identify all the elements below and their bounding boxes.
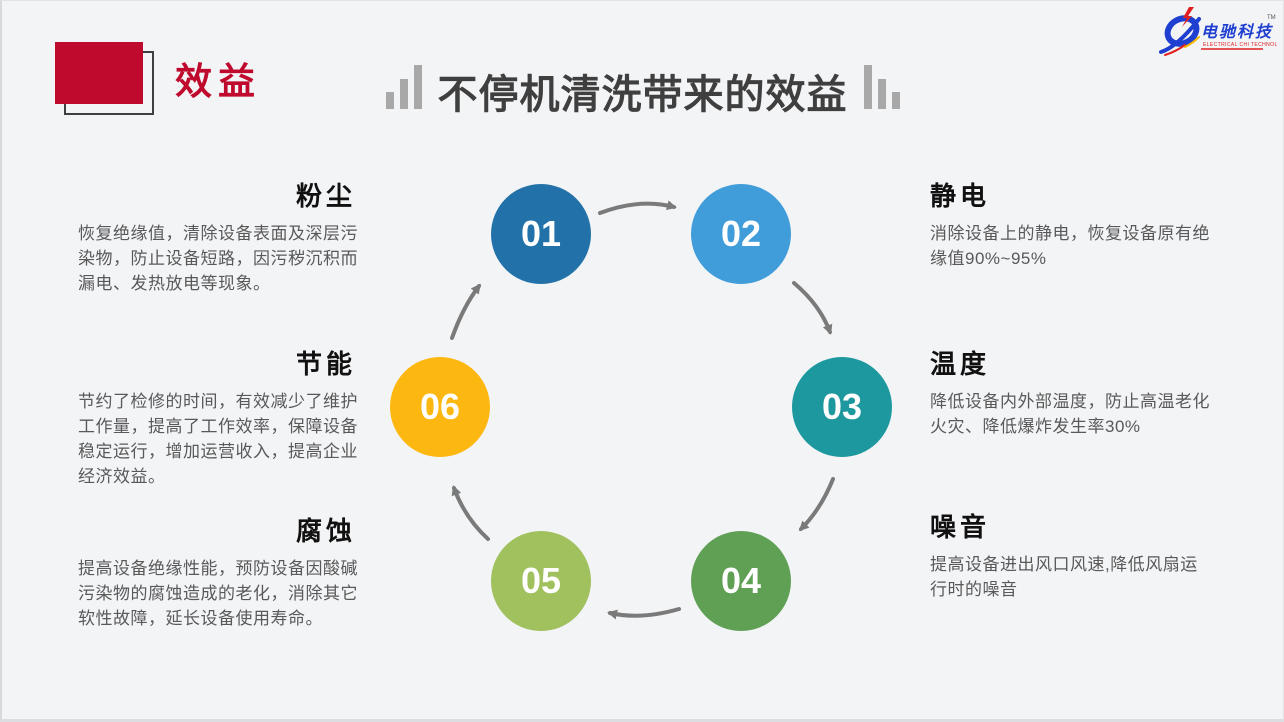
section-body: 消除设备上的静电，恢复设备原有绝缘值90%~95% xyxy=(930,224,1210,269)
section-body: 节约了检修的时间，有效减少了维护工作量，提高了工作效率，保障设备稳定运行，增加运… xyxy=(78,392,358,487)
diagram-node-02: 02 xyxy=(691,184,791,284)
header-accent-rect xyxy=(55,42,143,104)
diagram-node-05: 05 xyxy=(491,531,591,631)
arrow-06-01 xyxy=(450,283,481,340)
diagram-node-03: 03 xyxy=(792,357,892,457)
page-title: 不停机清洗带来的效益 xyxy=(437,73,848,117)
section-body: 提高设备绝缘性能，预防设备因酸碱污染物的腐蚀造成的老化，消除其它软性故障，延长设… xyxy=(78,559,358,629)
section-title: 节能 xyxy=(295,349,356,379)
cycle-arrows xyxy=(450,200,835,620)
section-title: 静电 xyxy=(930,181,991,211)
node-number: 04 xyxy=(720,560,762,601)
node-number: 05 xyxy=(520,560,562,601)
equalizer-bars-right-icon xyxy=(863,65,900,117)
section-title: 腐蚀 xyxy=(295,516,356,546)
node-number: 03 xyxy=(821,386,863,427)
section-body: 提高设备进出风口风速,降低风扇运行时的噪音 xyxy=(930,555,1198,600)
diagram-node-01: 01 xyxy=(491,184,591,284)
section-corrosion: 腐蚀 提高设备绝缘性能，预防设备因酸碱污染物的腐蚀造成的老化，消除其它软性故障，… xyxy=(78,516,362,631)
section-noise: 噪音 提高设备进出风口风速,降低风扇运行时的噪音 xyxy=(930,512,1214,602)
section-energy-saving: 节能 节约了检修的时间，有效减少了维护工作量，提高了工作效率，保障设备稳定运行，… xyxy=(78,349,362,489)
equalizer-bars-left-icon xyxy=(385,65,422,117)
node-number: 06 xyxy=(419,386,461,427)
section-title: 粉尘 xyxy=(295,181,356,211)
logo-d-swoosh-icon xyxy=(1159,15,1201,56)
logo-tm: TM xyxy=(1267,15,1276,21)
arrow-01-02 xyxy=(598,200,677,215)
title-row: 不停机清洗带来的效益 xyxy=(2,65,1283,117)
node-number: 02 xyxy=(720,213,762,254)
arrow-03-04 xyxy=(798,477,835,532)
section-title: 噪音 xyxy=(930,512,991,542)
node-number: 01 xyxy=(520,213,562,254)
lightning-bolt-icon xyxy=(1182,7,1194,27)
section-body: 降低设备内外部温度，防止高温老化火灾、降低爆炸发生率30% xyxy=(930,392,1210,437)
arrow-04-05 xyxy=(607,607,681,620)
arrow-05-06 xyxy=(451,485,490,541)
section-dust: 粉尘 恢复绝缘值，清除设备表面及深层污染物，防止设备短路，因污秽沉积而漏电、发热… xyxy=(78,181,362,296)
section-label: 效益 xyxy=(175,61,261,102)
diagram-node-06: 06 xyxy=(390,357,490,457)
logo-caption-text: ELECTRICAL CHI TECHNOLOGY xyxy=(1203,42,1277,48)
arrow-02-03 xyxy=(792,281,833,335)
section-body: 恢复绝缘值，清除设备表面及深层污染物，防止设备短路，因污秽沉积而漏电、发热放电等… xyxy=(78,224,358,294)
company-logo: 电驰科技 ELECTRICAL CHI TECHNOLOGY TM xyxy=(1159,5,1283,59)
logo-company-text: 电驰科技 xyxy=(1201,23,1273,41)
diagram-node-04: 04 xyxy=(691,531,791,631)
section-static-electricity: 静电 消除设备上的静电，恢复设备原有绝缘值90%~95% xyxy=(930,181,1214,271)
section-title: 温度 xyxy=(930,349,991,379)
section-temperature: 温度 降低设备内外部温度，防止高温老化火灾、降低爆炸发生率30% xyxy=(930,349,1214,439)
